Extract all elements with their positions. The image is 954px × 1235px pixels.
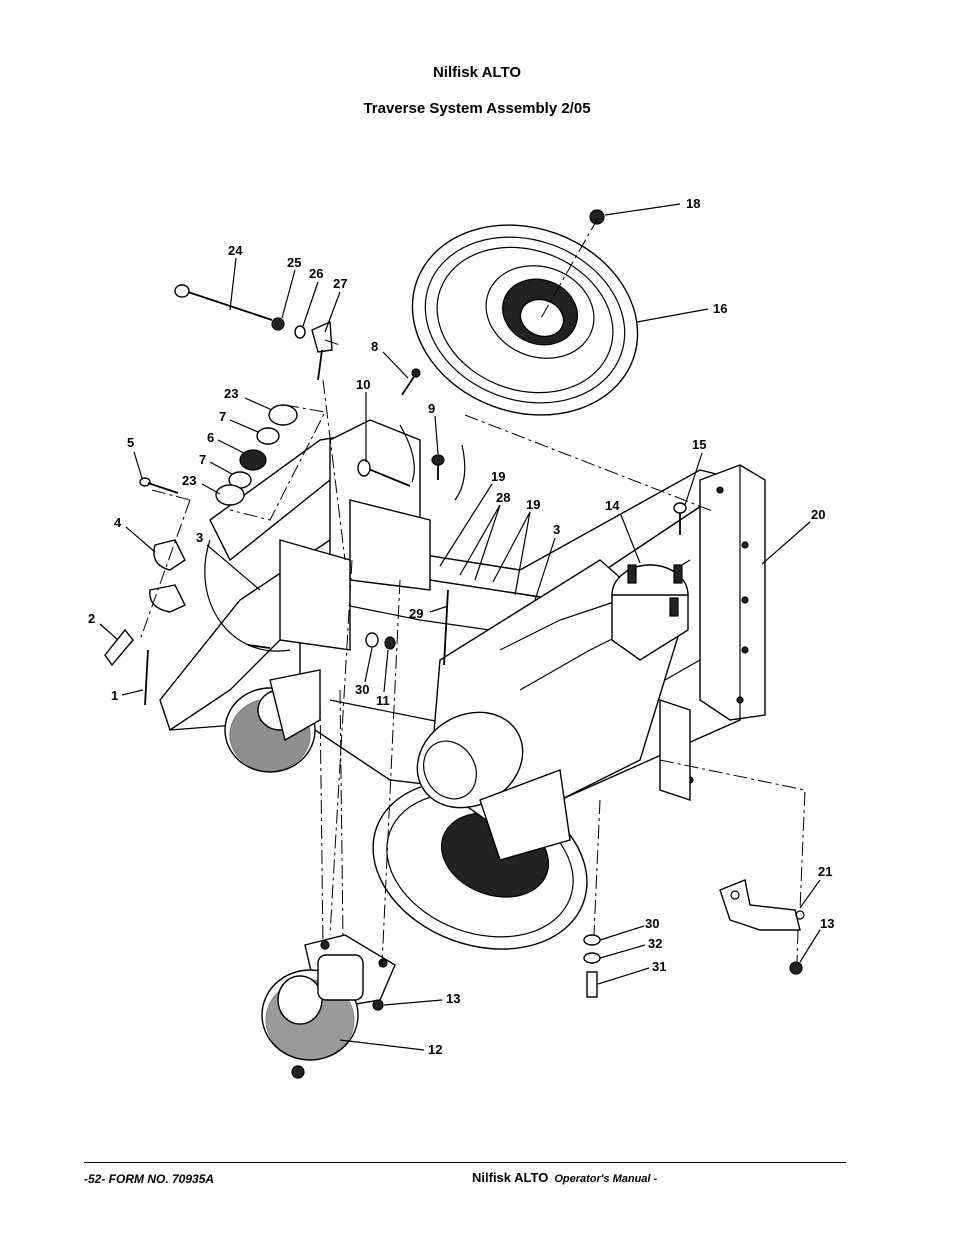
- footer-form-number: -52- FORM NO. 70935A: [84, 1172, 215, 1186]
- washer-stack-illustration: [215, 404, 326, 521]
- callout-15: 15: [692, 437, 706, 452]
- brand-heading: Nilfisk ALTO: [432, 64, 522, 81]
- wheel-16-illustration: [411, 224, 639, 416]
- caster-bottom-12-illustration: [261, 934, 396, 1079]
- callout-28: 28: [496, 490, 510, 505]
- callout-32: 32: [648, 936, 662, 951]
- callout-13-right: 13: [820, 916, 834, 931]
- callout-6: 6: [207, 430, 214, 445]
- hardware-stack-illustration: [583, 934, 601, 998]
- callout-1: 1: [111, 688, 118, 703]
- callout-3-right: 3: [553, 522, 560, 537]
- leader-lines: [99, 203, 821, 1051]
- callout-11: 11: [376, 693, 390, 708]
- alignment-lines: [139, 217, 806, 966]
- callout-31: 31: [652, 959, 666, 974]
- misc-fasteners-illustration: [104, 209, 687, 706]
- page-title: Traverse System Assembly 2/05: [363, 100, 591, 117]
- motor-cap-14-illustration: [611, 564, 689, 661]
- callout-14: 14: [605, 498, 620, 513]
- callout-30-upper: 30: [355, 682, 369, 697]
- callout-25: 25: [287, 255, 301, 270]
- callout-5: 5: [127, 435, 134, 450]
- callout-4: 4: [114, 515, 122, 530]
- callout-30-lower: 30: [645, 916, 659, 931]
- footer-manual-label: Operator's Manual -: [554, 1173, 658, 1185]
- bracket-21-illustration: [719, 879, 805, 975]
- callout-23-lower: 23: [182, 473, 196, 488]
- callout-9: 9: [428, 401, 435, 416]
- callout-27: 27: [333, 276, 347, 291]
- callout-labels: 18 16 24 25 26 27 8 10 9 23 7 6 7 23 5 1…: [88, 196, 834, 1057]
- callout-8: 8: [371, 339, 378, 354]
- footer-brand: Nilfisk ALTO: [472, 1170, 549, 1185]
- callout-18: 18: [686, 196, 700, 211]
- callout-13-bottom: 13: [446, 991, 460, 1006]
- callout-2: 2: [88, 611, 95, 626]
- callout-21: 21: [818, 864, 832, 879]
- callout-12: 12: [428, 1042, 442, 1057]
- bolt-24-illustration: [174, 284, 333, 381]
- callout-7-upper: 7: [219, 409, 226, 424]
- callout-20: 20: [811, 507, 825, 522]
- callout-19-left: 19: [491, 469, 505, 484]
- callout-19-right: 19: [526, 497, 540, 512]
- callout-16: 16: [713, 301, 727, 316]
- callout-29: 29: [409, 606, 423, 621]
- callout-23-upper: 23: [224, 386, 238, 401]
- caster-left-illustration: [224, 669, 321, 773]
- callout-24: 24: [228, 243, 243, 258]
- callout-3-left: 3: [196, 530, 203, 545]
- footer-brand-block: Nilfisk ALTO Operator's Manual -: [472, 1170, 657, 1185]
- footer-rule: [84, 1162, 846, 1163]
- callout-10: 10: [356, 377, 370, 392]
- callout-7-lower: 7: [199, 452, 206, 467]
- callout-26: 26: [309, 266, 323, 281]
